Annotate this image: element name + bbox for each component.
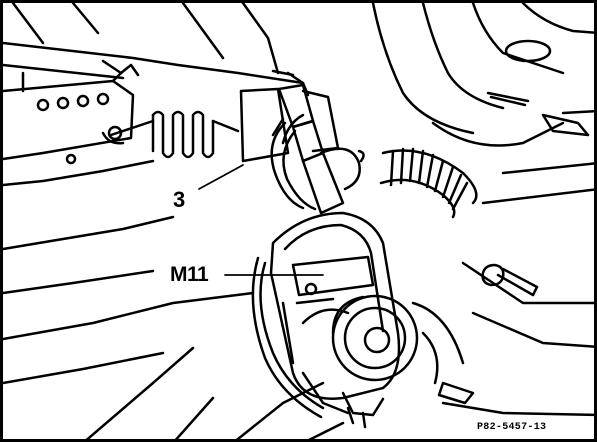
callout-item-3: 3	[173, 187, 186, 212]
bracket-plate	[239, 69, 340, 163]
technical-illustration	[3, 3, 594, 439]
callout-item-m11: M11	[170, 263, 209, 286]
leader-lines	[198, 164, 324, 276]
steering-column	[371, 3, 594, 205]
motor-housing	[251, 211, 475, 429]
dashboard-frame	[3, 3, 345, 439]
leader-line-3	[198, 164, 244, 190]
return-spring	[109, 110, 240, 159]
connector-assembly	[270, 83, 365, 215]
figure-reference-code: P82-5457-13	[477, 422, 547, 433]
corrugated-duct	[379, 147, 478, 219]
mounting-bolt	[441, 261, 594, 417]
